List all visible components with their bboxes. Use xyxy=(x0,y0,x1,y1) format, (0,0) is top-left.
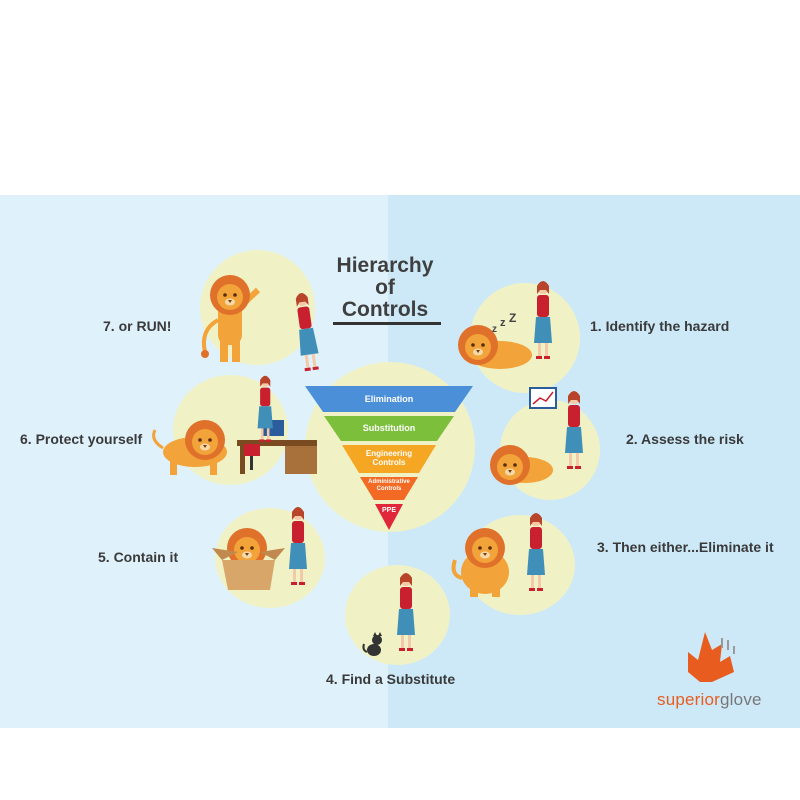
tier-label-administrative: Administrative Controls xyxy=(368,479,410,492)
step3-lion xyxy=(451,528,509,597)
pyramid-tier-ppe xyxy=(375,504,403,530)
logo-part2: glove xyxy=(720,690,762,709)
step2-woman xyxy=(565,391,583,469)
step-6-label: 6. Protect yourself xyxy=(20,431,143,447)
step2-chart xyxy=(529,387,557,409)
title-line3: Controls xyxy=(341,298,429,321)
step7-lion-illustration xyxy=(201,275,261,362)
step5-lion-in-box xyxy=(212,528,285,590)
step4-cat xyxy=(362,632,382,656)
pyramid-tier-engineering xyxy=(342,445,436,473)
tier-label-engineering: Engineering Controls xyxy=(365,449,413,467)
pyramid-tier-substitution xyxy=(324,416,454,441)
title-underline xyxy=(333,322,441,325)
step-1-label: 1. Identify the hazard xyxy=(590,318,730,334)
step-2-label: 2. Assess the risk xyxy=(626,431,744,447)
step5-woman xyxy=(289,507,307,585)
logo-part1: superior xyxy=(657,690,721,709)
svg-text:z: z xyxy=(500,317,506,329)
title-line2: of xyxy=(375,276,395,299)
tier-label-ppe: PPE xyxy=(381,507,396,514)
glove-logo-icon xyxy=(688,632,735,682)
step6-desk xyxy=(237,420,317,474)
step-3-label: 3. Then either...Eliminate it xyxy=(597,539,774,555)
title-line1: Hierarchy xyxy=(336,254,434,277)
step6-lion xyxy=(152,420,227,475)
step-4-label: 4. Find a Substitute xyxy=(326,671,456,687)
tier-label-elimination: Elimination xyxy=(364,394,414,404)
step1-woman xyxy=(534,281,552,359)
svg-text:Z: Z xyxy=(509,311,516,325)
brand-logo: superiorglove xyxy=(657,690,762,710)
tier-label-substitution: Substitution xyxy=(362,423,416,433)
step2-lion xyxy=(490,445,553,485)
step1-lion-sleeping: z z Z xyxy=(458,311,532,369)
step4-woman xyxy=(397,573,415,651)
svg-text:z: z xyxy=(492,324,497,335)
diagram-title: Hierarchy of Controls xyxy=(300,255,470,321)
step3-woman xyxy=(527,513,545,591)
pyramid-tier-elimination xyxy=(305,386,473,412)
step-5-label: 5. Contain it xyxy=(98,549,179,565)
step-7-label: 7. or RUN! xyxy=(103,318,172,334)
step7-woman-running xyxy=(292,291,321,372)
pyramid-tier-administrative xyxy=(360,477,418,500)
